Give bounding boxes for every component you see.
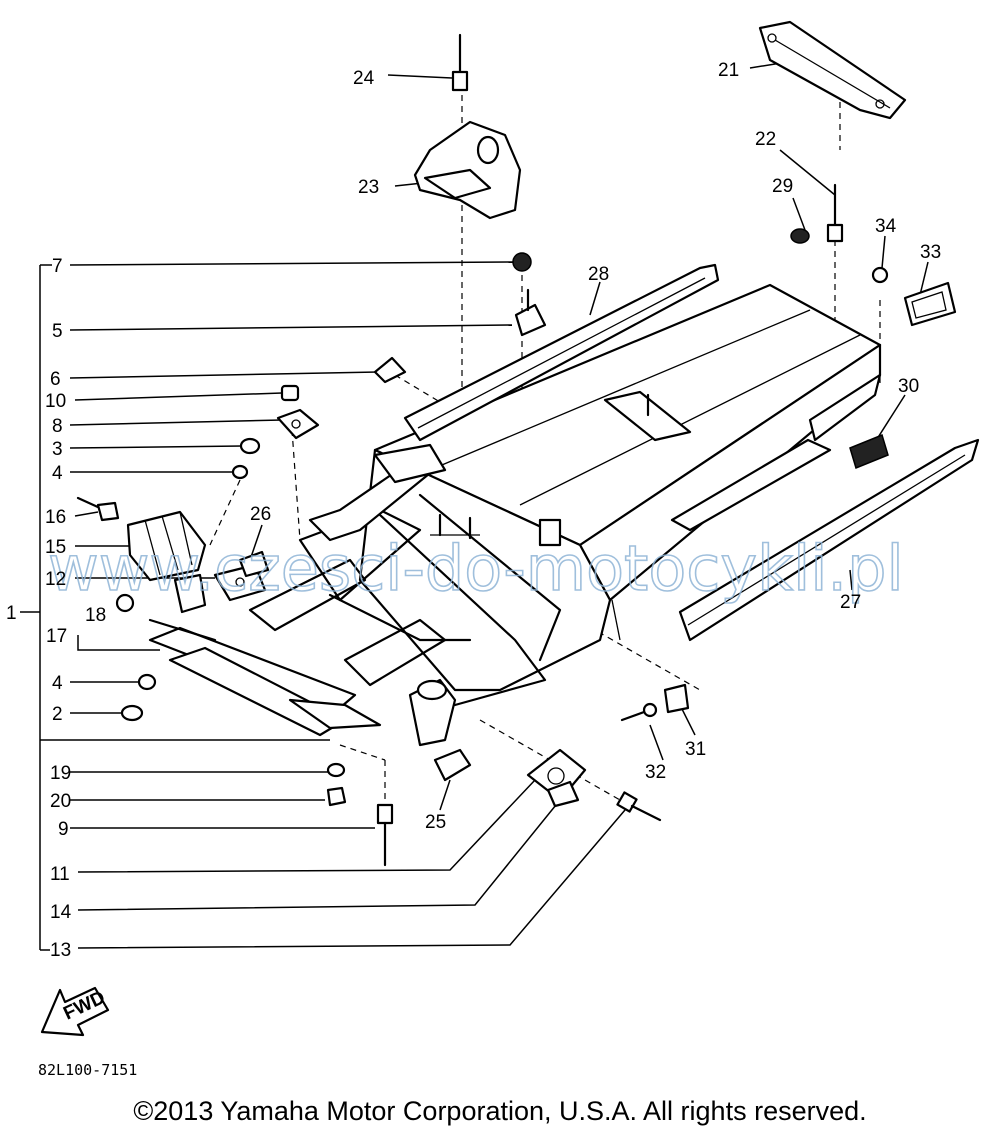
callout-26: 26	[250, 504, 271, 525]
callout-9: 9	[58, 819, 69, 840]
part-4a-bushing	[231, 464, 249, 480]
callout-labels: 1 2 3 4 4 5 6 7 8 9 10 11 12 13 14 15 16…	[6, 60, 941, 961]
callout-20: 20	[50, 791, 71, 812]
callout-19: 19	[50, 763, 71, 784]
rail-28	[403, 263, 720, 442]
part-19-bushing	[326, 762, 346, 778]
part-18-cap	[115, 593, 135, 613]
callout-31: 31	[685, 739, 706, 760]
callout-1: 1	[6, 603, 17, 624]
callout-29: 29	[772, 176, 793, 197]
callout-4b: 4	[52, 673, 63, 694]
callout-3: 3	[52, 439, 63, 460]
fwd-arrow-icon: FWD	[40, 986, 110, 1037]
callout-13: 13	[50, 940, 71, 961]
part-17-shaft	[148, 618, 217, 642]
watermark-text: www.czesci-do-motocykli.pl	[48, 532, 904, 605]
part-29-cap	[790, 228, 810, 244]
callout-22: 22	[755, 129, 776, 150]
callout-11: 11	[50, 864, 70, 885]
part-33-plate	[903, 281, 957, 327]
callout-18: 18	[85, 605, 106, 626]
callout-34: 34	[875, 216, 897, 237]
part-2-bushing	[120, 704, 144, 722]
part-26-plate	[238, 550, 270, 578]
callout-5: 5	[52, 321, 63, 342]
part-25-clip	[433, 748, 472, 782]
diagram-code: 82L100-7151	[38, 1061, 137, 1079]
part-15-boot	[126, 510, 207, 614]
part-21-bracket	[758, 20, 907, 120]
part-24-screw	[451, 33, 469, 92]
part-30-plate	[849, 433, 889, 470]
part-5-stud	[514, 288, 547, 337]
left-index-bracket	[20, 264, 330, 951]
part-10-bushing	[280, 384, 300, 402]
callout-4a: 4	[52, 463, 63, 484]
part-31-bracket	[663, 683, 690, 714]
part-34-nut	[871, 266, 889, 284]
callout-33: 33	[920, 242, 941, 263]
rail-27	[670, 438, 980, 642]
callout-6: 6	[50, 369, 61, 390]
part-22-screw	[826, 183, 844, 243]
callout-16: 16	[45, 507, 66, 528]
callout-12: 12	[45, 569, 66, 590]
part-7-cap	[512, 252, 532, 272]
callout-21: 21	[718, 60, 739, 81]
part-6-bracket	[373, 356, 407, 384]
callout-15: 15	[45, 537, 66, 558]
part-9-bolt	[376, 803, 394, 867]
part-20-bushing	[326, 786, 347, 807]
callout-25: 25	[425, 812, 446, 833]
callout-24: 24	[353, 68, 375, 89]
callout-14: 14	[50, 902, 72, 923]
callout-23: 23	[358, 177, 379, 198]
part-13-bolt	[616, 791, 662, 822]
callout-7: 7	[52, 256, 63, 277]
part-3-bushing	[239, 437, 261, 455]
part-16-plug	[76, 496, 120, 522]
callout-32: 32	[645, 762, 666, 783]
callout-30: 30	[898, 376, 919, 397]
callout-8: 8	[52, 416, 63, 437]
copyright-notice: ©2013 Yamaha Motor Corporation, U.S.A. A…	[133, 1096, 867, 1126]
callout-10: 10	[45, 391, 66, 412]
part-8-mount	[276, 408, 320, 440]
part-23-bracket	[413, 120, 522, 220]
callout-27: 27	[840, 592, 861, 613]
frame-assembly	[148, 283, 882, 747]
callout-2: 2	[52, 704, 63, 725]
part-14-plate	[546, 780, 580, 808]
part-32-bolt	[620, 702, 658, 722]
part-4b-bushing	[137, 673, 157, 691]
callout-28: 28	[588, 264, 609, 285]
callout-17: 17	[46, 626, 67, 647]
